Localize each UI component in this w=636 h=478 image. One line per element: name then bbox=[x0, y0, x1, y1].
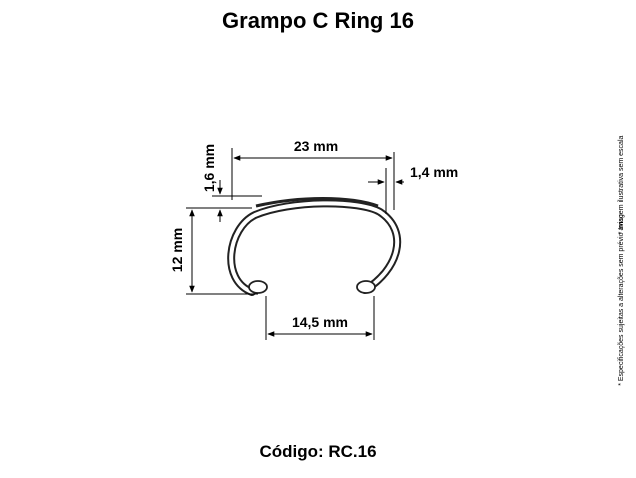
dimension-wire-thickness-label: 1,6 mm bbox=[201, 144, 217, 192]
side-notes: * Imagem ilustrativa sem escala * Especi… bbox=[618, 135, 625, 385]
dimension-wire-gap: 1,4 mm bbox=[368, 164, 458, 214]
side-note-2: * Especificações sujeitas a alterações s… bbox=[618, 214, 625, 386]
dimension-height-label: 12 mm bbox=[169, 228, 185, 272]
c-ring-shape bbox=[227, 197, 402, 296]
diagram-title: Grampo C Ring 16 bbox=[222, 8, 414, 33]
dimension-opening-label: 14,5 mm bbox=[292, 314, 348, 330]
dimension-width-top-label: 23 mm bbox=[294, 138, 338, 154]
dimension-width-top: 23 mm bbox=[231, 138, 395, 210]
dimension-height: 12 mm bbox=[169, 207, 258, 295]
product-code: Código: RC.16 bbox=[259, 442, 377, 461]
side-note-1: * Imagem ilustrativa sem escala bbox=[618, 135, 625, 234]
dimension-opening: 14,5 mm bbox=[265, 296, 375, 340]
dimension-wire-gap-label: 1,4 mm bbox=[410, 164, 458, 180]
